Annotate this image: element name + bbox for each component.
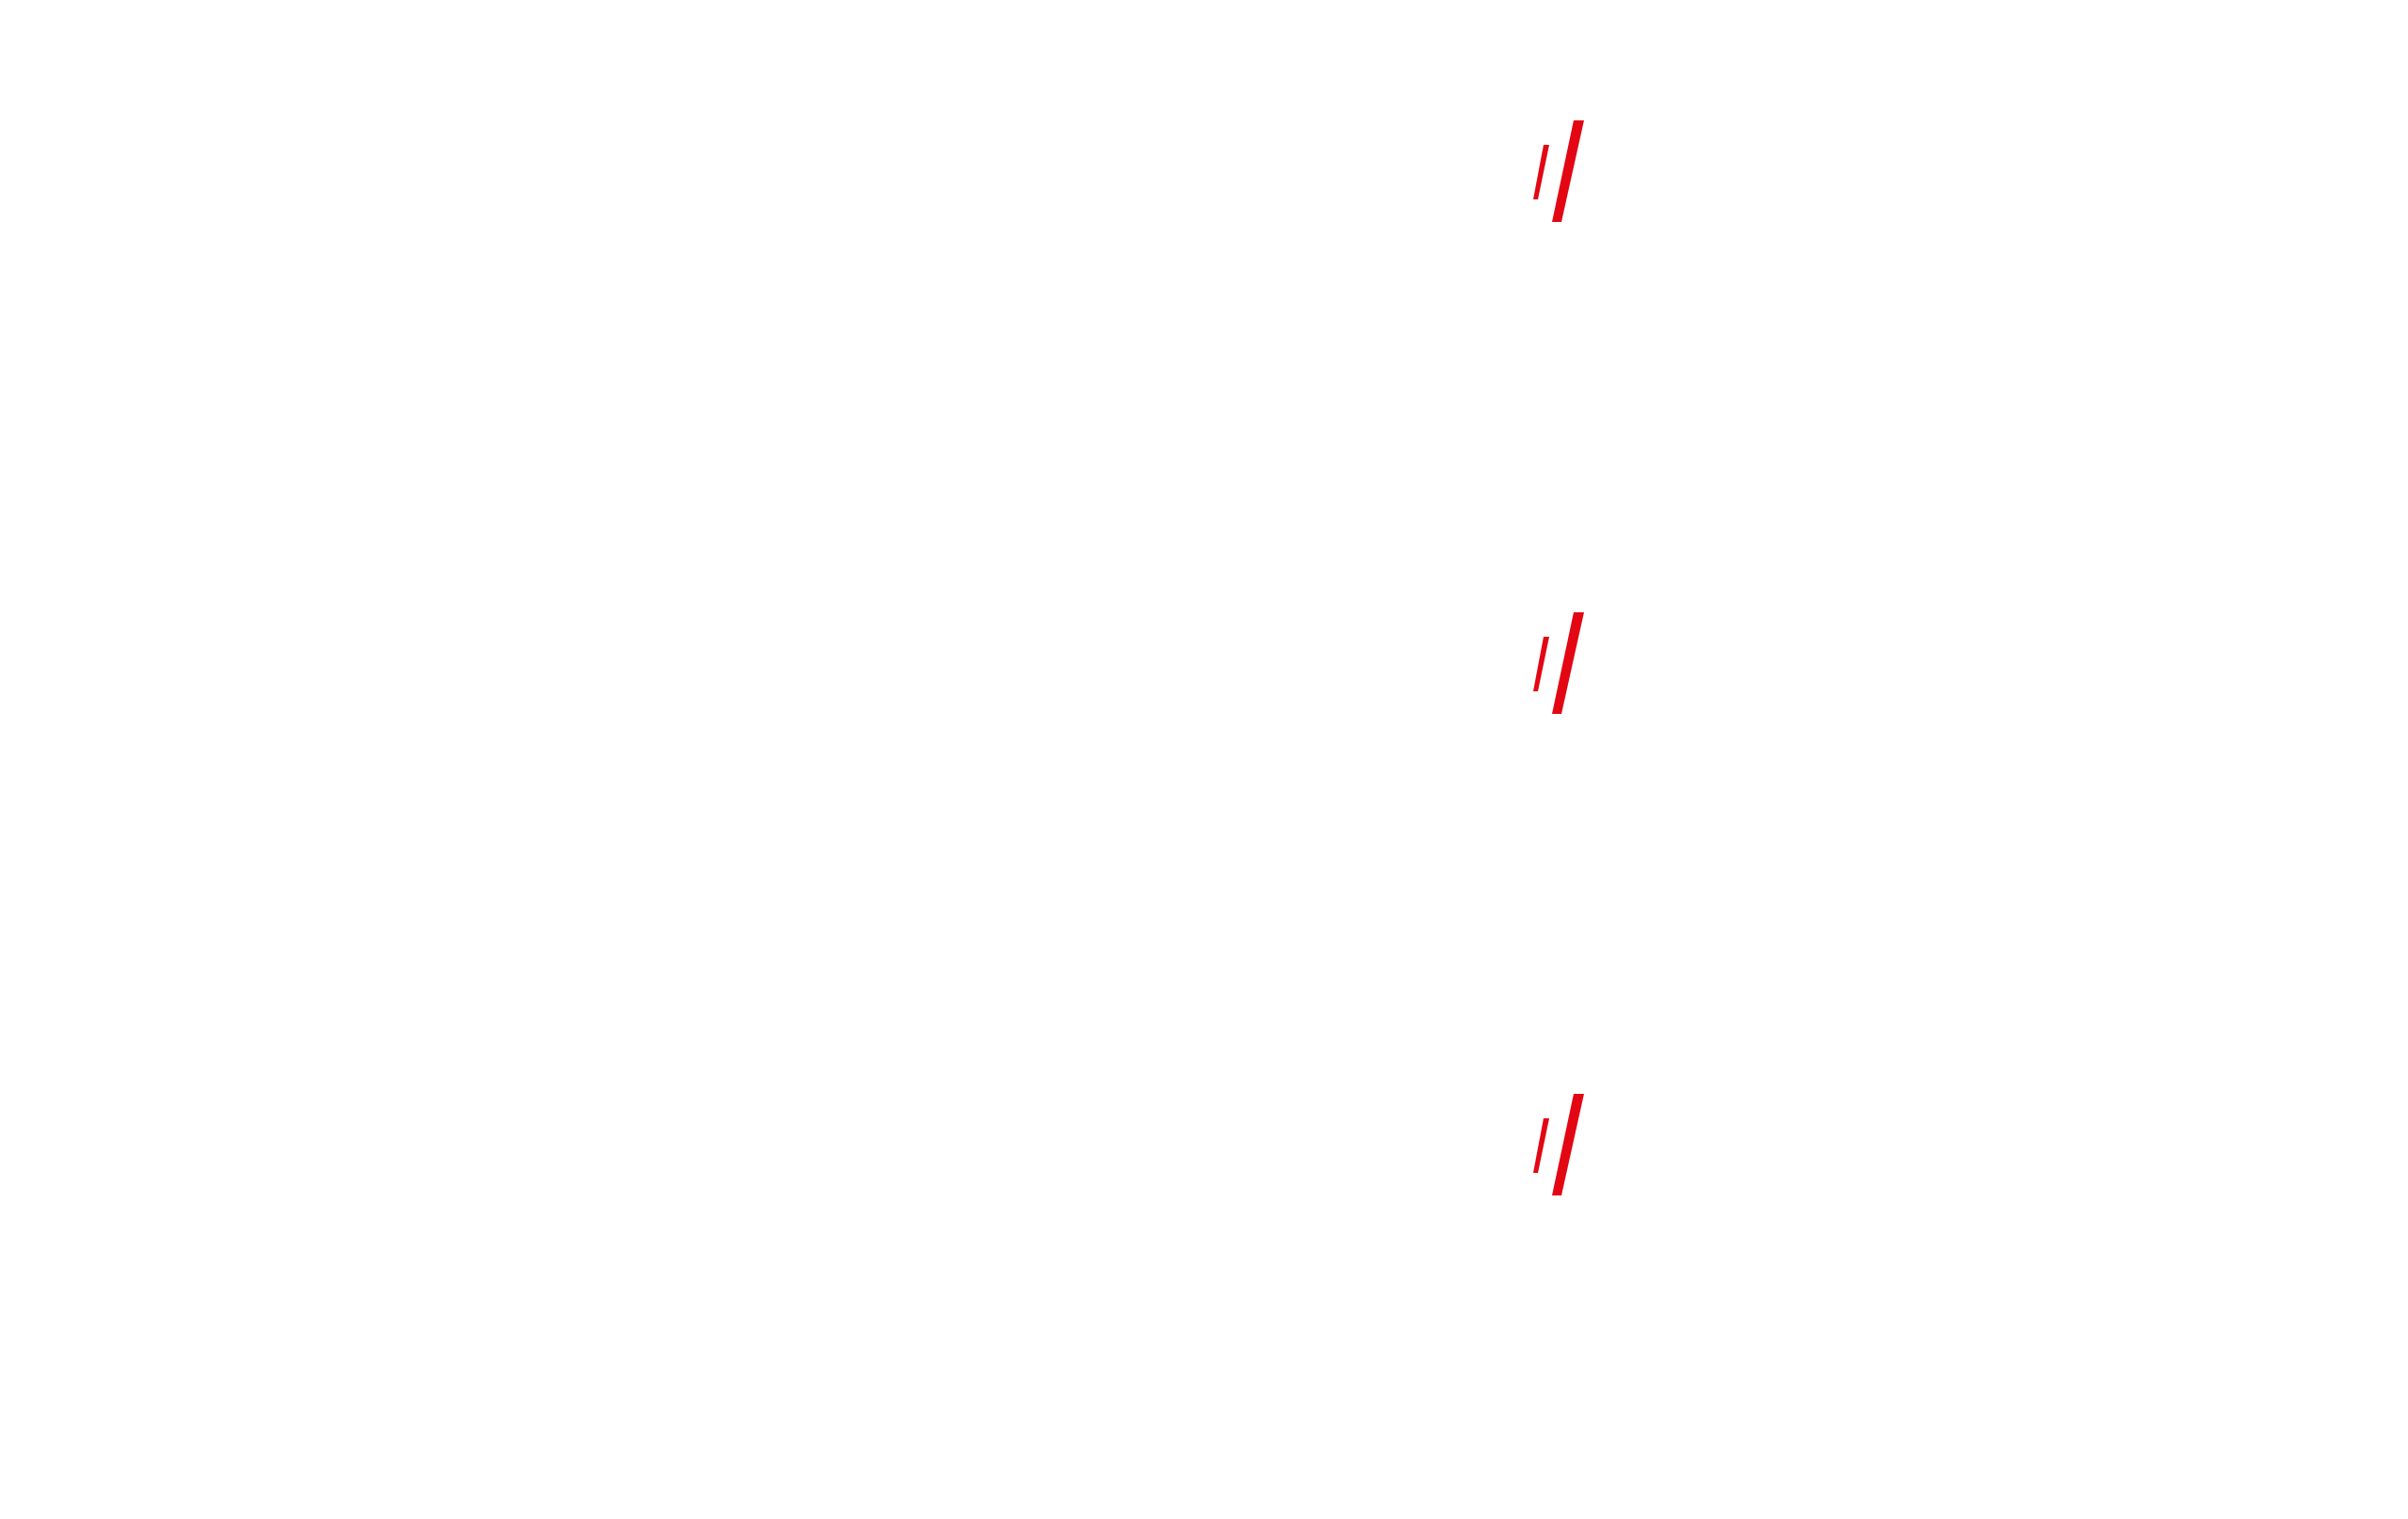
double-slash-icon — [1530, 1088, 1606, 1201]
double-slash-icon — [1530, 607, 1606, 720]
double-slash-icon — [1530, 115, 1606, 228]
